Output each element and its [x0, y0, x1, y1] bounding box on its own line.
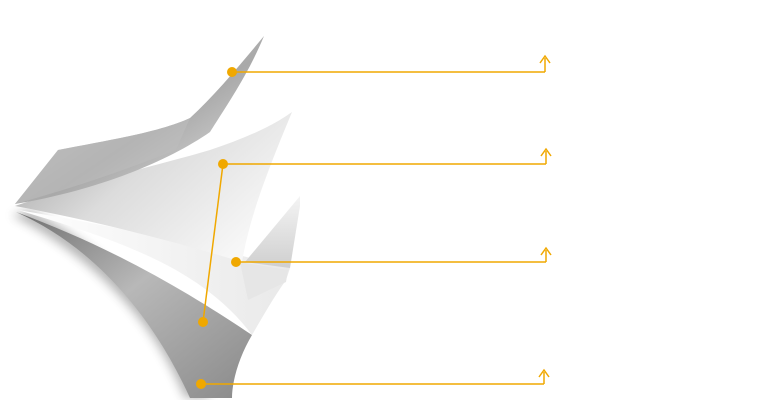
callout-lines: [196, 54, 552, 389]
callout-connector-2: [202, 163, 224, 323]
callout-dot-4: [196, 379, 206, 389]
up-arrow-icon: [539, 54, 551, 64]
layer-third-side: [240, 262, 288, 300]
callout-dot-2: [218, 159, 228, 169]
layer-third-edge: [245, 196, 300, 268]
layer-top-fold: [15, 118, 190, 204]
callout-dot-3: [231, 257, 241, 267]
callout-dot-2b: [198, 317, 208, 327]
up-arrow-icon: [538, 368, 550, 378]
layer-second: [15, 112, 292, 262]
up-arrow-icon: [540, 147, 552, 157]
layer-bottom: [16, 212, 252, 398]
up-arrow-icon: [540, 246, 552, 256]
layer-third: [18, 210, 290, 335]
callout-dot-1: [227, 67, 237, 77]
